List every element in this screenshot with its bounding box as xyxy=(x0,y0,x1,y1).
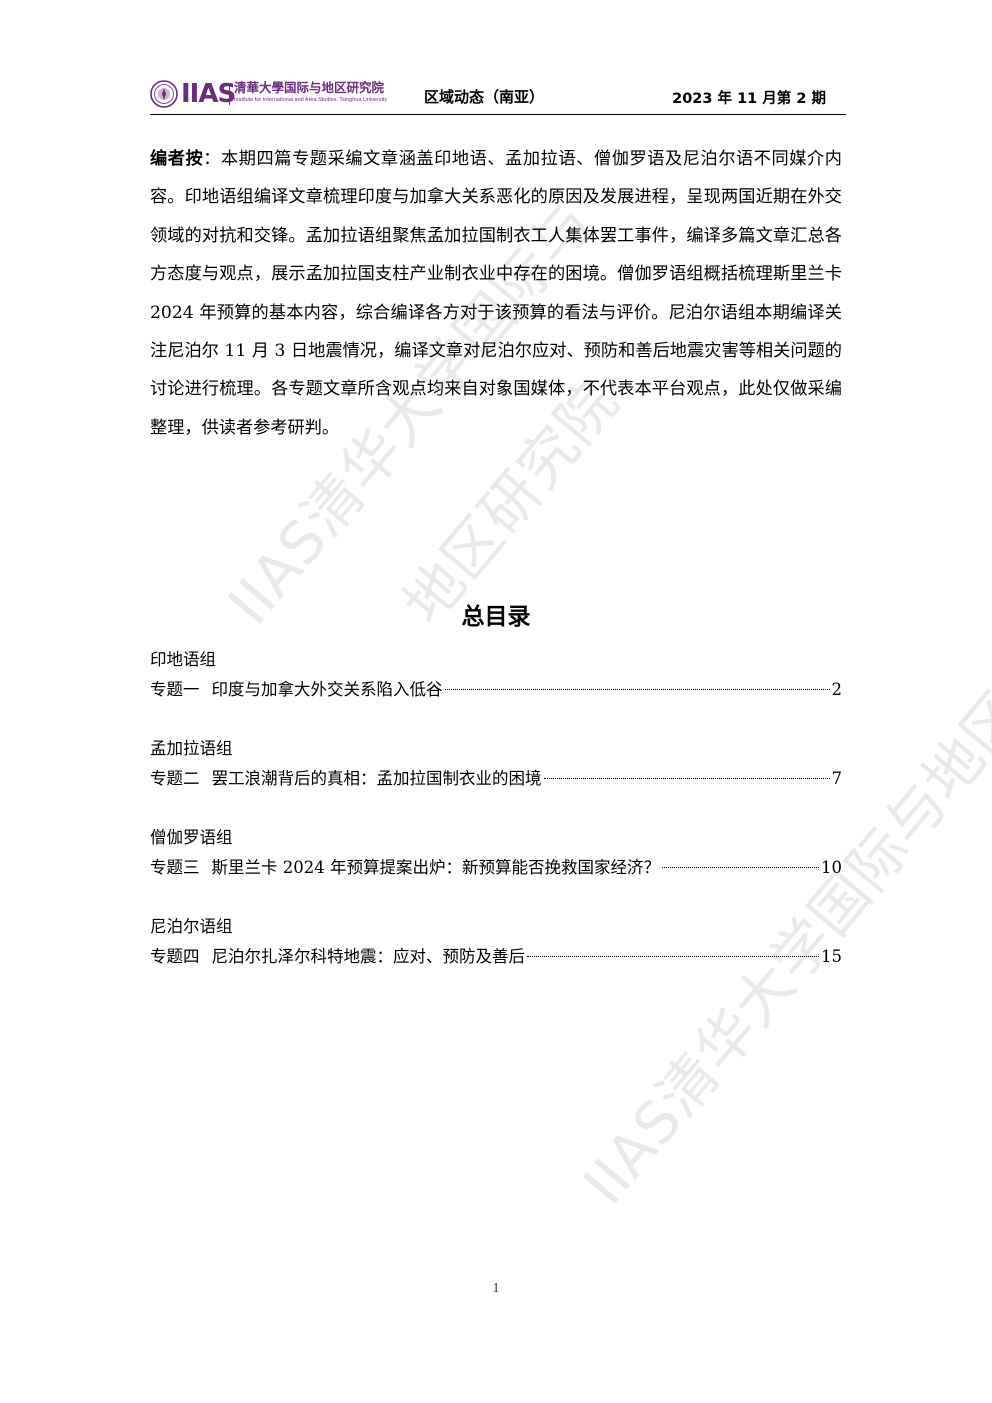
toc-entry-title: 尼泊尔扎泽尔科特地震：应对、预防及善后 xyxy=(211,947,526,966)
logo-english-name: Institute for International and Area Stu… xyxy=(234,97,388,103)
tsinghua-seal-icon xyxy=(150,80,178,108)
iias-logo: IIAS xyxy=(181,79,236,109)
toc-dot-leader xyxy=(444,689,830,690)
toc-entry-number: 专题一 xyxy=(150,680,200,699)
toc-entry-title: 斯里兰卡 2024 年预算提案出炉：新预算能否挽救国家经济？ xyxy=(211,858,660,877)
toc-title: 总目录 xyxy=(461,604,531,630)
toc-dot-leader xyxy=(527,956,819,957)
table-of-contents: 印地语组 专题一 印度与加拿大外交关系陷入低谷 2 孟加拉语组 专题二 罢工浪潮… xyxy=(150,645,842,1001)
toc-entry-title: 罢工浪潮背后的真相：孟加拉国制衣业的困境 xyxy=(211,769,542,788)
editor-note-text: ：本期四篇专题采编文章涵盖印地语、孟加拉语、僧伽罗语及尼泊尔语不同媒介内容。印地… xyxy=(150,149,842,438)
toc-entry-number: 专题三 xyxy=(150,858,200,877)
toc-group: 尼泊尔语组 专题四 尼泊尔扎泽尔科特地震：应对、预防及善后 15 xyxy=(150,912,842,972)
editor-note: 编者按：本期四篇专题采编文章涵盖印地语、孟加拉语、僧伽罗语及尼泊尔语不同媒介内容… xyxy=(150,140,842,447)
toc-entry-page: 10 xyxy=(821,858,842,877)
toc-entry-number: 专题二 xyxy=(150,769,200,788)
publication-title: 区域动态（南亚） xyxy=(424,88,545,106)
toc-group: 僧伽罗语组 专题三 斯里兰卡 2024 年预算提案出炉：新预算能否挽救国家经济？… xyxy=(150,823,842,883)
page-header: IIAS 清華大學国际与地区研究院 Institute for Internat… xyxy=(150,78,846,115)
toc-entry-page: 7 xyxy=(831,769,843,788)
toc-entry-number: 专题四 xyxy=(150,947,200,966)
toc-entry[interactable]: 专题三 斯里兰卡 2024 年预算提案出炉：新预算能否挽救国家经济？ 10 xyxy=(150,853,842,883)
toc-dot-leader xyxy=(661,867,819,868)
toc-group: 印地语组 专题一 印度与加拿大外交关系陷入低谷 2 xyxy=(150,645,842,705)
issue-number: 2023 年 11 月第 2 期 xyxy=(672,91,826,107)
logo-chinese-name: 清華大學国际与地区研究院 xyxy=(234,80,385,95)
toc-group-name: 印地语组 xyxy=(150,650,216,669)
logo-divider xyxy=(229,83,230,105)
editor-note-label: 编者按 xyxy=(150,149,204,169)
toc-group: 孟加拉语组 专题二 罢工浪潮背后的真相：孟加拉国制衣业的困境 7 xyxy=(150,734,842,794)
toc-entry-title: 印度与加拿大外交关系陷入低谷 xyxy=(211,680,443,699)
toc-group-name: 僧伽罗语组 xyxy=(150,828,233,847)
toc-group-name: 孟加拉语组 xyxy=(150,739,233,758)
toc-group-name: 尼泊尔语组 xyxy=(150,917,233,936)
toc-entry-page: 2 xyxy=(831,680,843,699)
toc-entry[interactable]: 专题一 印度与加拿大外交关系陷入低谷 2 xyxy=(150,675,842,705)
toc-entry-page: 15 xyxy=(821,947,842,966)
toc-entry[interactable]: 专题四 尼泊尔扎泽尔科特地震：应对、预防及善后 15 xyxy=(150,942,842,972)
toc-entry[interactable]: 专题二 罢工浪潮背后的真相：孟加拉国制衣业的困境 7 xyxy=(150,764,842,794)
toc-dot-leader xyxy=(543,778,830,779)
page-number: 1 xyxy=(492,1281,500,1296)
